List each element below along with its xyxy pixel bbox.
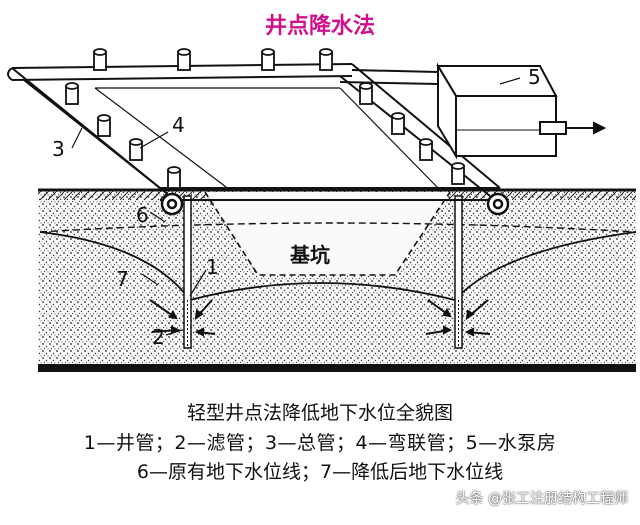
inflow-arrows (149, 299, 491, 337)
page-title: 井点降水法 (264, 14, 375, 39)
caption-legend-line1: 1—井管；2—滤管；3—总管；4—弯联管；5—水泵房 (83, 432, 557, 454)
well-pipes (183, 195, 463, 349)
lowered-water-table (39, 231, 637, 302)
impermeable-layer (38, 364, 636, 372)
excavation-pit (204, 191, 451, 276)
pipe-ends (160, 192, 510, 216)
label-1: 1 (206, 255, 219, 279)
label-5: 5 (528, 65, 541, 89)
pump-house (339, 62, 567, 160)
header-pipe (7, 63, 501, 201)
label-6: 6 (136, 203, 149, 227)
label-4: 4 (172, 113, 185, 137)
label-2: 2 (152, 325, 165, 349)
label-7: 7 (116, 267, 129, 291)
label-3: 3 (52, 137, 65, 161)
leader-lines (71, 77, 521, 336)
caption-heading: 轻型井点法降低地下水位全貌图 (186, 402, 453, 424)
original-water-table (39, 222, 637, 233)
watermark: 头条 @张工注册结构工程师 (455, 491, 628, 507)
outflow-arrow (566, 121, 607, 135)
caption-legend-line2: 6—原有地下水位线；7—降低后地下水位线 (136, 461, 504, 483)
elbow-connectors (65, 48, 465, 189)
label-pit: 基坑 (290, 243, 330, 267)
